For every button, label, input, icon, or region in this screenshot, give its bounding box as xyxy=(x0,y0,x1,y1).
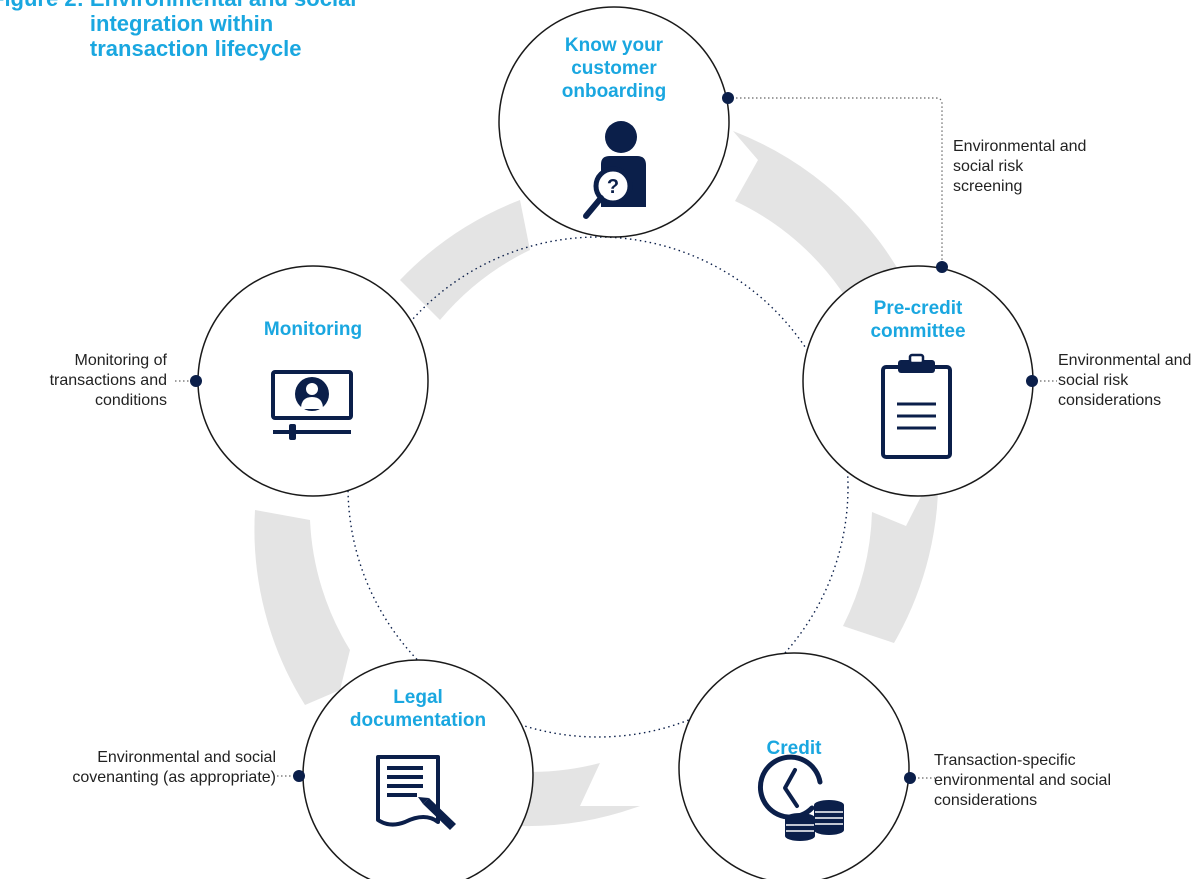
connector-kyc xyxy=(728,97,943,267)
node-label-pre-credit: Pre-credit committee xyxy=(870,298,966,342)
note-monitoring: Monitoring of transactions and condition… xyxy=(49,352,167,409)
note-credit: Transaction-specific environmental and s… xyxy=(934,752,1111,809)
node-circle-credit xyxy=(678,652,910,884)
note-pre-credit: Environmental and social risk considerat… xyxy=(1058,352,1192,409)
figure-title: Figure 2: Environmental and social integr… xyxy=(0,0,360,61)
svg-text:?: ? xyxy=(607,176,619,198)
cycle-arrow-segment xyxy=(254,510,350,705)
node-label-legal: Legal documentation xyxy=(349,687,487,731)
figure-number: Figure 2: xyxy=(0,0,84,11)
connector-dots xyxy=(190,92,1038,784)
connector-dot xyxy=(293,770,305,782)
monitor-user-icon xyxy=(271,370,353,440)
note-legal: Environmental and social covenanting (as… xyxy=(72,749,276,786)
note-kyc: Environmental and social risk screening xyxy=(953,138,1087,195)
connector-dot xyxy=(722,92,734,104)
node-label-credit: Credit xyxy=(766,738,822,759)
document-pen-icon xyxy=(376,755,456,830)
connector-dot xyxy=(190,375,202,387)
cycle-arrow-segment xyxy=(843,463,939,643)
node-circle-kyc xyxy=(498,6,730,238)
clipboard-icon xyxy=(881,353,952,459)
node-label-kyc: Know your customer onboarding xyxy=(561,35,667,102)
connector-dot xyxy=(936,261,948,273)
cycle-arrow-segment xyxy=(400,200,530,320)
connector-dot xyxy=(1026,375,1038,387)
node-label-monitoring: Monitoring xyxy=(263,319,363,340)
clock-coins-icon xyxy=(757,754,844,841)
customer-search-icon: ? xyxy=(583,121,646,219)
connector-dot xyxy=(904,772,916,784)
figure-title-text: Environmental and social integration wit… xyxy=(89,0,357,61)
